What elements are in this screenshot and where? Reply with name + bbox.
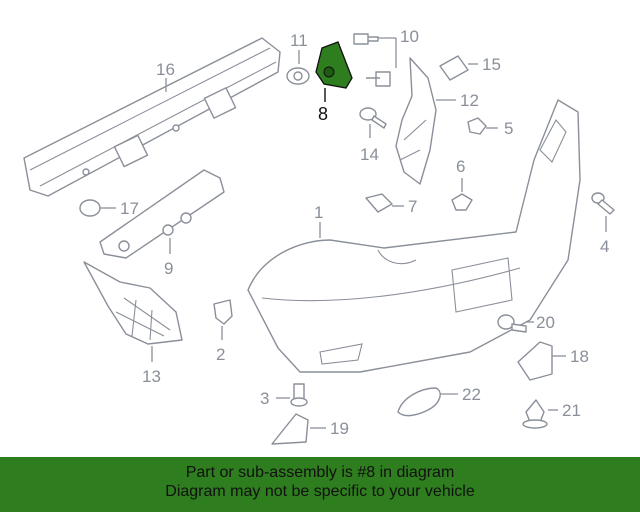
part-2-clip[interactable] [213, 299, 233, 325]
part-3-bolt[interactable] [290, 383, 308, 407]
part-17-nut[interactable] [79, 199, 101, 217]
part-12-side-bracket[interactable] [395, 57, 437, 185]
label-19: 19 [330, 419, 349, 438]
label-22: 22 [462, 385, 481, 404]
label-14: 14 [360, 145, 379, 164]
part-11-clip[interactable] [286, 67, 310, 85]
part-21-push-clip[interactable] [522, 399, 548, 429]
part-10-bolt-upper[interactable] [353, 33, 379, 45]
part-5-clip[interactable] [467, 117, 487, 135]
label-9: 9 [164, 259, 173, 278]
part-10-bolt-lower[interactable] [366, 71, 391, 87]
label-3: 3 [260, 389, 269, 408]
part-20-bolt[interactable] [497, 314, 527, 333]
label-12: 12 [460, 91, 479, 110]
label-13: 13 [142, 367, 161, 386]
part-4-bolt[interactable] [591, 192, 615, 215]
label-1: 1 [314, 203, 323, 222]
part-19-bracket[interactable] [271, 413, 309, 445]
label-4: 4 [600, 237, 609, 256]
footer-line-2: Diagram may not be specific to your vehi… [165, 483, 475, 500]
part-6-clip[interactable] [451, 193, 473, 211]
part-9-lower-bracket[interactable] [99, 169, 225, 259]
label-7: 7 [408, 197, 417, 216]
part-15-pad[interactable] [439, 55, 469, 81]
part-18-bracket[interactable] [517, 341, 553, 381]
part-16-reinforcement-bar[interactable] [23, 37, 281, 197]
label-20: 20 [536, 313, 555, 332]
label-17: 17 [120, 199, 139, 218]
label-10: 10 [400, 27, 419, 46]
part-8-bracket-highlighted[interactable] [315, 41, 353, 89]
footer-banner: Part or sub-assembly is #8 in diagram Di… [0, 457, 640, 512]
footer-line-1: Part or sub-assembly is #8 in diagram [185, 464, 455, 481]
part-13-lower-side-bracket[interactable] [83, 261, 183, 345]
part-22-reflector[interactable] [397, 387, 441, 417]
parts-diagram: 16 11 8 10 15 12 14 5 [23, 27, 615, 445]
part-7-retainer[interactable] [365, 193, 393, 213]
label-16: 16 [156, 60, 175, 79]
part-1-bumper-cover[interactable] [247, 99, 581, 373]
label-2: 2 [216, 345, 225, 364]
label-21: 21 [562, 401, 581, 420]
label-11: 11 [290, 31, 308, 50]
label-6: 6 [456, 157, 465, 176]
label-8: 8 [318, 104, 328, 124]
part-14-screw[interactable] [359, 107, 387, 129]
label-5: 5 [504, 119, 513, 138]
label-15: 15 [482, 55, 501, 74]
label-18: 18 [570, 347, 589, 366]
